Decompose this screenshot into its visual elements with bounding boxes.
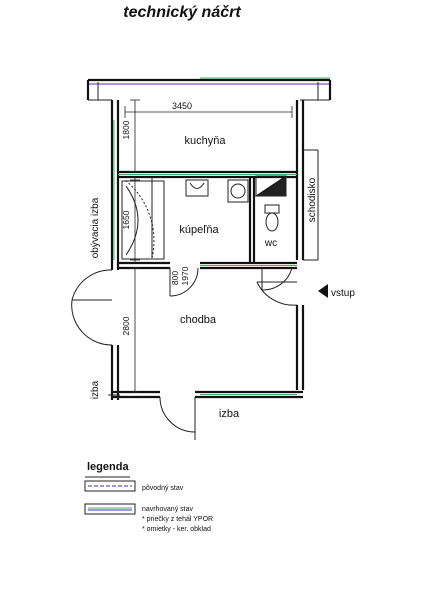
bath-wc-partition [248, 177, 256, 263]
entrance-door [256, 281, 298, 306]
shaft-icon [254, 175, 287, 197]
legend-label-original: pôvodný stav [142, 485, 184, 492]
legend-title: legenda [87, 461, 129, 473]
dimension-label-door-height: 1970 [180, 266, 190, 285]
room-label-room-left: izba [90, 380, 101, 399]
washing-machine-icon [227, 179, 249, 203]
wc-door [261, 267, 293, 291]
dimension-kitchen-width: 3450 [124, 101, 293, 118]
dimension-label-kitchen-width: 3450 [172, 101, 192, 111]
dimension-label-kitchen-depth: 1800 [121, 120, 131, 139]
legend-swatch-original [84, 480, 136, 492]
room-label-room-bottom: izba [219, 408, 240, 420]
left-wall [108, 100, 120, 400]
room-label-wc: wc [264, 238, 277, 249]
dimension-label-bath-depth: 1650 [121, 210, 131, 229]
legend: legenda pôvodný stav navrhovaný stav * p… [84, 461, 213, 533]
room-label-living-room: obývacia izba [90, 197, 101, 258]
entrance-arrow-icon [318, 284, 328, 298]
living-room-door [71, 269, 113, 346]
dimension-hall-depth: 2800 [121, 267, 140, 393]
kitchen-bath-wall [118, 170, 297, 179]
legend-label-proposed: navrhovaný stav [142, 506, 193, 513]
bottom-room-door [159, 396, 196, 440]
room-label-entrance: vstup [331, 288, 355, 299]
dimension-label-hall-depth: 2800 [121, 316, 131, 335]
bottom-wall [112, 390, 303, 399]
page-title: technický náčrt [123, 4, 241, 21]
dimension-bath-door: 800 1970 [170, 266, 190, 285]
toilet-icon [264, 204, 280, 232]
top-wall [86, 77, 332, 101]
washbasin-icon [185, 179, 209, 197]
right-wall [295, 100, 319, 390]
bath-door [169, 267, 199, 297]
kitchen-door [124, 177, 155, 259]
legend-note-plaster: * omietky - ker. obklad [142, 526, 211, 533]
room-label-staircase: schodisko [307, 177, 318, 222]
legend-note-bricks: * priečky z tehál YPOR [142, 516, 213, 523]
legend-swatch-proposed [84, 503, 136, 515]
room-label-bathroom: kúpeľňa [179, 224, 219, 236]
dimension-kitchen-depth: 1800 [121, 99, 140, 173]
bath-hall-wall [118, 261, 297, 270]
bathtub [121, 180, 165, 260]
room-label-kitchen: kuchyňa [185, 135, 227, 147]
dimension-bath-depth: 1650 [121, 177, 140, 263]
room-label-hall: chodba [180, 314, 217, 326]
dimension-label-door-width: 800 [170, 271, 180, 285]
